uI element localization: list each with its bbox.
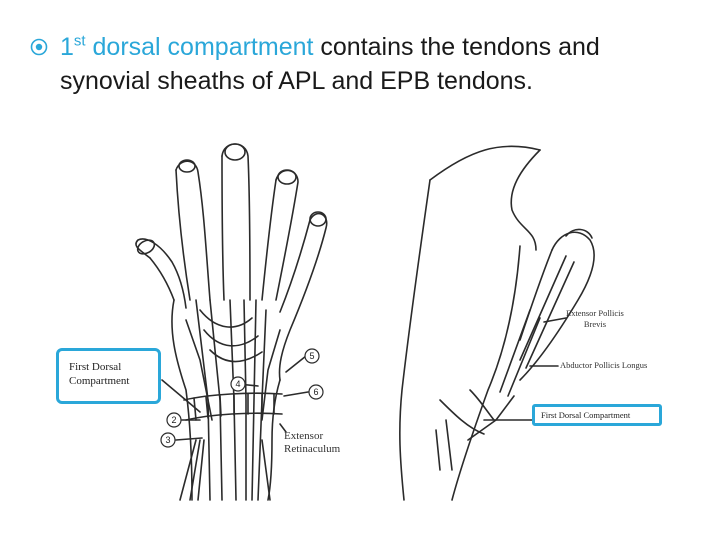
marker-3-text: 3 — [165, 435, 170, 445]
marker-3: 3 — [160, 432, 176, 448]
slide-heading: 1st dorsal compartment contains the tend… — [30, 30, 700, 98]
first-dorsal-compartment-callout-right: First Dorsal Compartment — [532, 404, 662, 426]
marker-2-text: 2 — [171, 415, 176, 425]
callout-line-1: First Dorsal — [69, 361, 122, 373]
heading-text-1: contains the tendons and — [313, 33, 600, 61]
accent-superscript: st — [73, 32, 86, 50]
extensor-pollicis-brevis-label: Extensor Pollicis Brevis — [566, 308, 624, 330]
bullet-point: 1st dorsal compartment contains the tend… — [30, 30, 700, 64]
retinaculum-label-line-2: Retinaculum — [284, 443, 341, 455]
accent-number: 1 — [60, 33, 74, 61]
marker-6: 6 — [308, 384, 324, 400]
thumb-lateral-drawing — [399, 145, 595, 501]
heading-line-2: synovial sheaths of APL and EPB tendons. — [60, 67, 533, 95]
hand-dorsal-drawing — [135, 143, 328, 501]
heading-accent: 1st dorsal compartment — [60, 33, 313, 61]
marker-5: 5 — [304, 348, 320, 364]
extensor-retinaculum-label: Extensor Retinaculum — [284, 430, 340, 456]
circle-bullet-icon — [30, 38, 48, 56]
heading-line-1: 1st dorsal compartment contains the tend… — [60, 30, 600, 64]
marker-4-text: 4 — [235, 379, 240, 389]
retinaculum-label-line-1: Extensor — [284, 430, 324, 442]
abductor-pollicis-longus-label: Abductor Pollicis Longus — [560, 360, 648, 370]
first-dorsal-compartment-callout: First Dorsal Compartment — [56, 348, 161, 404]
marker-4: 4 — [230, 376, 246, 392]
epb-label-line-2: Brevis — [583, 319, 607, 329]
marker-2: 2 — [166, 412, 182, 428]
epb-label-line-1: Extensor Pollicis — [566, 308, 624, 318]
marker-6-text: 6 — [313, 387, 318, 397]
callout-line-2: Compartment — [69, 375, 130, 387]
marker-5-text: 5 — [309, 351, 314, 361]
accent-term: dorsal compartment — [85, 33, 314, 61]
